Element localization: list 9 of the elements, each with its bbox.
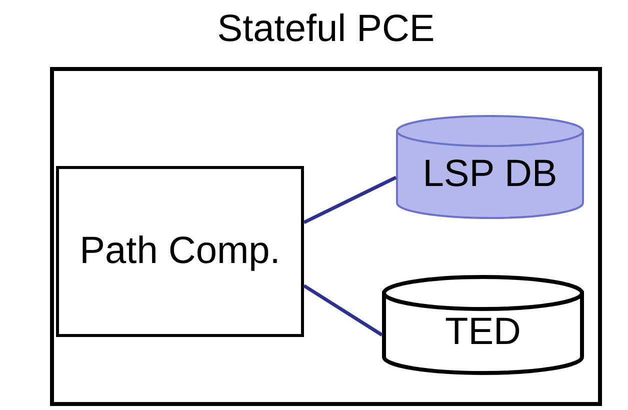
database-label: LSP DB <box>422 152 558 196</box>
process-box <box>56 166 304 337</box>
diagram-heading: Stateful PCE <box>217 8 435 52</box>
database-label: TED <box>444 311 522 355</box>
database-cylinder <box>382 275 584 375</box>
database-cylinder <box>396 115 584 219</box>
connector-line <box>303 284 383 336</box>
connector-line <box>303 176 397 224</box>
process-label: Path Comp. <box>80 230 280 274</box>
